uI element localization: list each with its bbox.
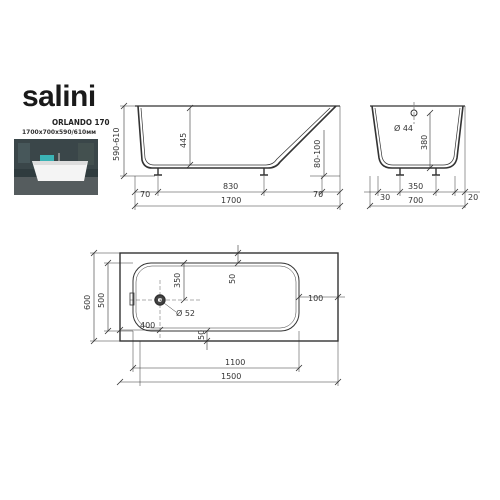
end-leg-right bbox=[432, 168, 440, 176]
brand-name: salini bbox=[22, 80, 96, 113]
side-leg-label: 80-100 bbox=[313, 140, 322, 168]
side-tub-inner bbox=[140, 107, 331, 166]
end-tub-inner bbox=[374, 107, 461, 166]
side-height-label: 590-610 bbox=[112, 128, 121, 161]
plan-floor-length-label: 1100 bbox=[225, 358, 245, 367]
side-leg-right bbox=[260, 168, 268, 176]
plan-inner-length-label: 1500 bbox=[221, 372, 241, 381]
end-drain-height-label: 380 bbox=[420, 135, 429, 150]
plan-view bbox=[90, 245, 345, 386]
plan-drain-x-label: 400 bbox=[140, 321, 155, 330]
plan-outer-width-label: 600 bbox=[83, 295, 92, 310]
end-view bbox=[364, 102, 480, 210]
brand-logo: salini bbox=[22, 80, 96, 114]
end-left-offset-label: 30 bbox=[380, 193, 390, 202]
plan-inner-floor bbox=[135, 265, 297, 329]
plan-rim-bottom-label: 50 bbox=[197, 330, 206, 340]
plan-drain-dia-label: Ø 52 bbox=[176, 308, 195, 318]
side-right-offset-label: 70 bbox=[313, 190, 323, 199]
side-left-offset-label: 70 bbox=[140, 190, 150, 199]
side-view bbox=[120, 102, 344, 210]
side-tub-outline bbox=[137, 105, 337, 169]
plan-rim-top-label: 50 bbox=[228, 274, 237, 284]
product-photo bbox=[14, 139, 98, 195]
model-name: ORLANDO 170 bbox=[52, 118, 110, 127]
plan-inner-width-label: 500 bbox=[97, 293, 106, 308]
model-size: 1700x700x590/610мм bbox=[22, 129, 97, 136]
end-total-width-label: 700 bbox=[408, 196, 423, 205]
end-leg-left bbox=[396, 168, 404, 176]
side-depth-label: 445 bbox=[179, 133, 188, 148]
plan-rim-right-label: 100 bbox=[308, 294, 323, 303]
end-leg-span-label: 350 bbox=[408, 182, 423, 191]
plan-overflow-slot bbox=[129, 292, 135, 306]
end-right-offset-label: 20 bbox=[468, 193, 478, 202]
side-total-length-label: 1700 bbox=[221, 196, 241, 205]
end-tub-outline bbox=[371, 105, 464, 169]
side-leg-span-label: 830 bbox=[223, 182, 238, 191]
side-leg-left bbox=[154, 168, 162, 176]
plan-drain-y-label: 350 bbox=[173, 273, 182, 288]
end-drain-dia-label: Ø 44 bbox=[394, 123, 413, 133]
